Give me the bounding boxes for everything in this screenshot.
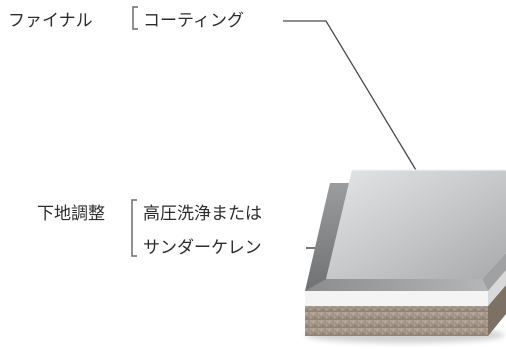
base-prep-item-line2: サンダーケレン bbox=[143, 238, 262, 258]
coating-front-edge bbox=[305, 279, 488, 291]
primer-layer-front bbox=[305, 291, 488, 306]
final-bracket bbox=[132, 6, 138, 30]
final-leader-line bbox=[283, 20, 429, 191]
coating-right-edge bbox=[482, 253, 506, 291]
coating-top-surface bbox=[326, 170, 506, 279]
concrete-base-right bbox=[488, 285, 506, 336]
base-prep-item-line1: 高圧洗浄または bbox=[143, 204, 262, 224]
final-coating-item: コーティング bbox=[143, 11, 244, 31]
underlayer-left-side bbox=[305, 183, 350, 291]
primer-layer-right bbox=[488, 270, 506, 306]
base-prep-label: 下地調整 bbox=[37, 204, 105, 224]
final-layer-label: ファイナル bbox=[8, 11, 93, 31]
base-bracket bbox=[131, 199, 137, 257]
concrete-base-front bbox=[305, 306, 488, 336]
